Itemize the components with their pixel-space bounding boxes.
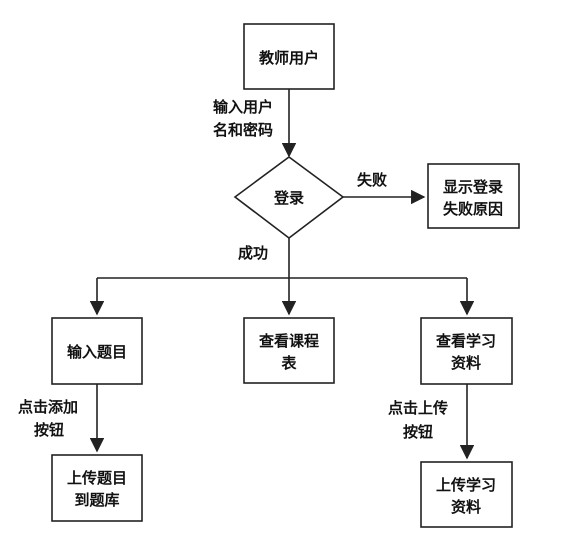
node-input-q-label: 输入题目 <box>67 343 127 361</box>
node-upload-q: 上传题目 到题库 <box>51 454 143 522</box>
connectors <box>89 89 475 460</box>
node-teacher-label: 教师用户 <box>258 49 319 67</box>
edge-label-upload-btn-line2: 按钮 <box>403 423 433 441</box>
edge-label-add-btn-line1: 点击添加 <box>18 398 78 416</box>
node-upload-mat-line1: 上传学习 <box>436 476 496 494</box>
node-upload-mat: 上传学习 资料 <box>420 461 513 528</box>
node-fail-box-line1: 显示登录 <box>443 178 503 196</box>
edge-label-credentials-line1: 输入用户 <box>213 98 273 116</box>
edge-labels: 输入用户 名和密码 失败 成功 点击添加 按钮 点击上传 按钮 <box>18 98 448 441</box>
node-view-mat-line2: 资料 <box>451 354 481 372</box>
edge-label-add-btn-line2: 按钮 <box>34 421 64 439</box>
node-schedule-line2: 表 <box>281 354 297 372</box>
edge-label-upload-btn-line1: 点击上传 <box>388 399 448 417</box>
node-upload-q-line1: 上传题目 <box>67 469 127 487</box>
node-fail-box-line2: 失败原因 <box>443 200 503 218</box>
edge-label-credentials-line2: 名和密码 <box>213 121 273 139</box>
node-view-mat-line1: 查看学习 <box>436 332 496 350</box>
node-input-q: 输入题目 <box>51 317 143 385</box>
node-fail-box: 显示登录 失败原因 <box>427 163 520 229</box>
node-login-label: 登录 <box>273 189 304 207</box>
node-teacher: 教师用户 <box>243 23 335 90</box>
node-view-mat: 查看学习 资料 <box>420 317 513 385</box>
node-schedule: 查看课程 表 <box>243 317 335 384</box>
edge-label-fail: 失败 <box>357 171 387 189</box>
edge-label-success: 成功 <box>238 244 268 262</box>
node-login: 登录 <box>233 156 345 240</box>
node-upload-q-line2: 到题库 <box>74 491 119 509</box>
node-schedule-line1: 查看课程 <box>259 332 319 350</box>
node-upload-mat-line2: 资料 <box>451 498 481 516</box>
